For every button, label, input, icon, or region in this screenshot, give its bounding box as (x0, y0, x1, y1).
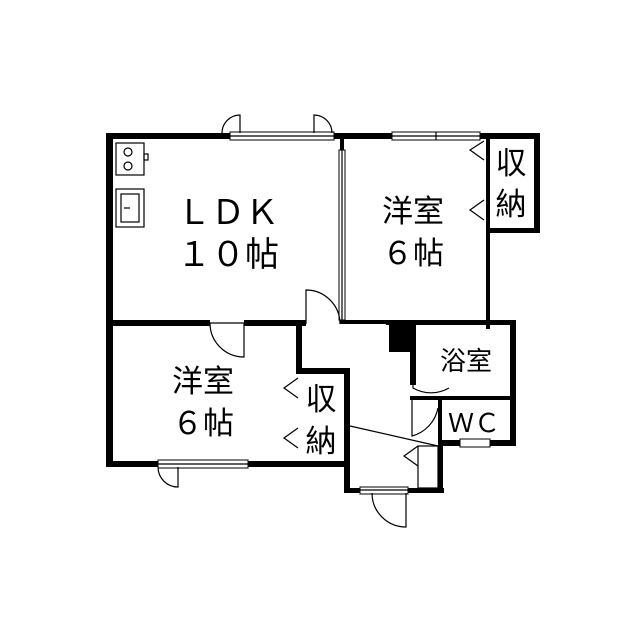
western-room-south-name: 洋室 (172, 364, 234, 400)
western-room-south-size: ６帖 (172, 406, 234, 442)
stove-icon (115, 142, 145, 176)
toilet-name: ＷＣ (448, 409, 500, 439)
windows (157, 131, 491, 495)
storage-north-line1: 収 (496, 146, 527, 182)
kitchen (115, 142, 149, 228)
storage-north-line2: 納 (496, 187, 527, 223)
doors (157, 114, 485, 528)
western-room-north-size: ６帖 (382, 236, 444, 272)
storage-south-line2: 納 (306, 424, 337, 460)
sink-icon (115, 188, 145, 228)
ldk-name: ＬＤＫ (177, 193, 279, 233)
ldk-size: １０帖 (177, 235, 279, 275)
room-labels: ＬＤＫ １０帖 洋室 ６帖 収 納 洋室 ６帖 収 納 浴室 ＷＣ (172, 146, 527, 460)
western-room-north-name: 洋室 (382, 194, 444, 230)
storage-south-line1: 収 (306, 382, 337, 418)
bath-name: 浴室 (440, 347, 492, 377)
